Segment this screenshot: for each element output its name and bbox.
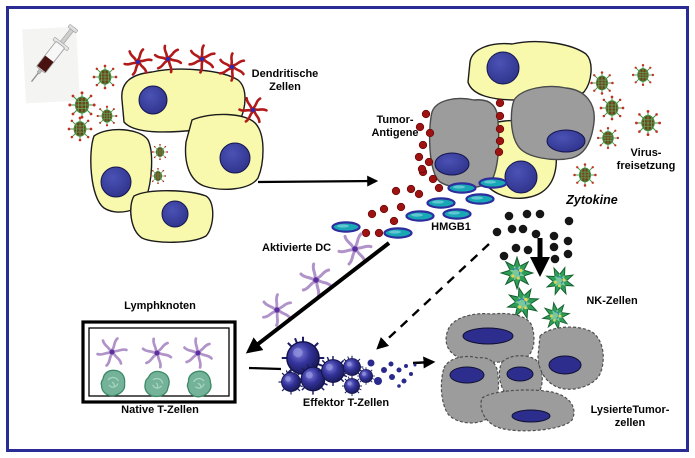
effector-t-cell-trail bbox=[367, 359, 417, 388]
line-lymphnode-to-effector bbox=[248, 366, 282, 371]
label-lysed-tumor-cells: LysierteTumor-zellen bbox=[590, 404, 670, 429]
arrow-effector-to-tumor bbox=[412, 356, 436, 369]
syringe-icon bbox=[22, 24, 80, 104]
label-cytokines: Zytokine bbox=[566, 193, 618, 207]
hmgb1-molecule-icons bbox=[331, 177, 508, 239]
tumor-antigen-dots bbox=[361, 98, 505, 238]
effector-t-cell-icons bbox=[277, 335, 417, 397]
label-virus-release: Virus-freisetzung bbox=[616, 147, 676, 172]
infected-tumor-cluster bbox=[428, 40, 595, 199]
label-nk-cells: NK-Zellen bbox=[586, 295, 638, 307]
lysed-tumor-cluster bbox=[440, 312, 604, 432]
arrow-tumor-to-infection bbox=[257, 175, 379, 187]
label-dendritic-cells: Dendritische Zellen bbox=[251, 68, 319, 93]
cytokine-dots bbox=[492, 209, 574, 264]
tumor-cell-cluster-left bbox=[90, 68, 264, 243]
label-lymph-node: Lymphknoten bbox=[124, 300, 196, 312]
arrow-dc-to-lymphnode bbox=[245, 241, 391, 354]
flow-arrows bbox=[245, 175, 550, 371]
label-tumor-antigens: Tumor-Antigene bbox=[371, 114, 419, 139]
lymph-node-box bbox=[81, 320, 237, 404]
label-naive-t-cells: Native T-Zellen bbox=[121, 404, 199, 416]
label-effector-t-cells: Effektor T-Zellen bbox=[302, 397, 390, 409]
label-hmgb1: HMGB1 bbox=[431, 221, 471, 233]
label-activated-dc: Aktivierte DC bbox=[262, 242, 332, 254]
